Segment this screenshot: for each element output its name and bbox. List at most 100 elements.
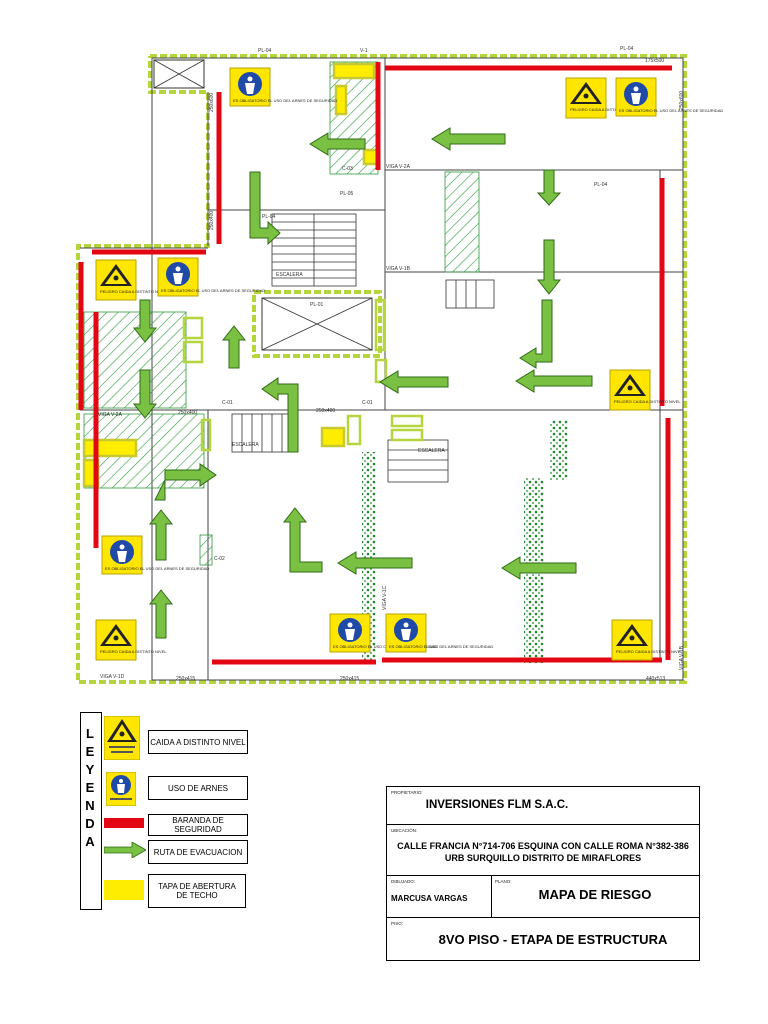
beam-label: VIGA V-1B <box>386 266 411 272</box>
beam-label: VIGA V-1D <box>100 674 125 680</box>
beam-label: VIGA V-1C <box>382 585 388 610</box>
legend-title-box <box>80 712 102 910</box>
plan-name: MAPA DE RIESGO <box>538 887 652 902</box>
evacuation-arrow <box>501 556 577 580</box>
column-label: C-01 <box>362 400 373 406</box>
dimension-label: 440x513 <box>646 676 665 682</box>
evacuation-arrow <box>337 551 413 575</box>
legend-letter: A <box>85 834 95 849</box>
legend-label-fall: CAIDA A DISTINTO NIVEL <box>148 730 248 754</box>
building-perimeter <box>76 54 687 684</box>
evacuation-arrow <box>154 463 217 501</box>
column-label: C-01 <box>222 400 233 406</box>
fall-hazard-icon: PELIGRO CAIDA A DISTINTO NIVEL <box>95 259 167 301</box>
evacuation-arrow <box>261 377 299 453</box>
evacuation-arrow <box>431 127 506 151</box>
harness-icon <box>106 772 136 806</box>
green-arrow <box>104 842 146 858</box>
plan-label: PL-04 <box>620 46 634 52</box>
stair-label: ESCALERA <box>232 442 259 448</box>
plan-label: 175x500 <box>645 58 664 64</box>
evacuation-arrow <box>536 169 562 206</box>
plan-label: PL-04 <box>258 48 272 54</box>
title-block: PROPIETARIO: INVERSIONES FLM S.A.C. UBIC… <box>386 786 700 961</box>
stair-label: ESCALERA <box>276 272 303 278</box>
plan-label: V-1 <box>360 48 368 54</box>
sign-caption: PELIGRO CAIDA A DISTINTO NIVEL <box>100 289 167 294</box>
location-caption: UBICACIÓN: <box>391 828 418 833</box>
evacuation-arrow <box>148 589 174 639</box>
legend-letter: D <box>85 816 95 831</box>
sign-caption: ES OBLIGATORIO EL USO DEL ARNES DE SEGUR… <box>161 288 265 293</box>
evacuation-arrow <box>132 369 158 419</box>
location-line2: URB SURQUILLO DISTRITO DE MIRAFLORES <box>444 853 642 863</box>
beam-label: VIGA V-2A <box>386 164 411 170</box>
column-label: C-02 <box>214 556 225 562</box>
fall-hazard-icon: PELIGRO CAIDA A DISTINTO NIVEL <box>611 619 683 661</box>
sign-caption: PELIGRO CAIDA A DISTINTO NIVEL <box>614 399 681 404</box>
sign-caption: PELIGRO CAIDA A DISTINTO NIVEL <box>616 649 683 654</box>
dimension-label: 250x415 <box>340 676 359 682</box>
fall-hazard-signs: PELIGRO CAIDA A DISTINTO NIVEL PELIGRO C… <box>95 77 683 661</box>
column-label: PL-04 <box>594 182 608 188</box>
legend-letter: E <box>85 744 95 759</box>
harness-signs: ES OBLIGATORIO EL USO DEL ARNES DE SEGUR… <box>101 67 723 653</box>
dimension-label: 250x400 <box>209 211 215 230</box>
evacuation-arrow <box>379 370 449 394</box>
sign-caption: ES OBLIGATORIO EL USO DEL ARNES DE SEGUR… <box>619 108 723 113</box>
legend-label-roof-opening: TAPA DE ABERTURA DE TECHO <box>148 874 246 908</box>
drawn-caption: DIBUJADO: <box>391 879 416 884</box>
owner-caption: PROPIETARIO: <box>391 790 423 795</box>
harness-icon: ES OBLIGATORIO EL USO DEL ARNES DE SEGUR… <box>385 613 493 653</box>
column-label: PL-01 <box>310 302 324 308</box>
safety-railings <box>78 62 672 665</box>
legend-letter: Y <box>85 762 95 777</box>
harness-icon: ES OBLIGATORIO EL USO DEL ARNES DE SEGUR… <box>157 257 265 297</box>
drawn-by: MARCUSA VARGAS <box>391 894 468 903</box>
evacuation-arrow <box>249 171 281 246</box>
evacuation-arrow <box>282 507 323 573</box>
fall-hazard-icon: PELIGRO CAIDA A DISTINTO NIVEL <box>565 77 637 119</box>
legend-label-evacuation: RUTA DE EVACUACION <box>148 840 248 864</box>
harness-icon: ES OBLIGATORIO EL USO DEL ARNES DE SEGUR… <box>229 67 337 107</box>
legend-title: L E Y E N D A <box>80 725 100 851</box>
sign-caption: ES OBLIGATORIO EL USO DEL ARNES DE SEGUR… <box>233 98 337 103</box>
plan-caption: PLANO: <box>495 879 512 884</box>
stairs <box>231 213 495 483</box>
dimension-label: 250x400 <box>316 408 335 414</box>
sign-caption: PELIGRO CAIDA A DISTINTO NIVEL <box>570 107 637 112</box>
harness-icon: ES OBLIGATORIO EL USO DEL ARNES DE SEGUR… <box>329 613 437 653</box>
legend-label-railing: BARANDA DE SEGURIDAD <box>148 814 248 836</box>
floor-name: 8VO PISO - ETAPA DE ESTRUCTURA <box>438 932 668 947</box>
plan-annotations: PL-04 V-1 PL-04 175x500 VIGA V-2A VIGA V… <box>98 46 685 682</box>
fall-hazard-icon: PELIGRO CAIDA A DISTINTO NIVEL <box>609 369 681 411</box>
dimension-label: 250x600 <box>679 91 685 110</box>
column-label: PL-05 <box>340 191 354 197</box>
evacuation-arrow <box>132 299 158 343</box>
elevator-shaft <box>153 59 382 358</box>
legend-letter: L <box>86 726 94 741</box>
evacuation-arrow <box>309 132 366 156</box>
beam-label: VIGA V-2A <box>98 412 123 418</box>
dimension-label: 250x600 <box>209 93 215 112</box>
legend-letter: E <box>85 780 95 795</box>
owner-name: INVERSIONES FLM S.A.C. <box>425 799 569 811</box>
harness-icon: ES OBLIGATORIO EL USO DEL ARNES DE SEGUR… <box>101 535 209 575</box>
hatched-openings <box>83 61 480 566</box>
sign-caption: ES OBLIGATORIO EL USO DEL ARNES DE SEGUR… <box>105 566 209 571</box>
fall-hazard-icon <box>104 716 140 760</box>
evacuation-arrow <box>148 509 174 561</box>
evacuation-arrow <box>515 369 593 393</box>
legend-letter: N <box>85 798 95 813</box>
floor-caption: PISO: <box>391 921 404 926</box>
sign-caption: PELIGRO CAIDA A DISTINTO NIVEL <box>100 649 167 654</box>
yellow-box <box>104 880 144 900</box>
red-bar <box>104 818 144 828</box>
sign-caption: ES OBLIGATORIO EL USO DEL ARNES DE SEGUR… <box>389 644 493 649</box>
harness-icon: ES OBLIGATORIO EL USO DEL ARNES DE SEGUR… <box>615 77 723 117</box>
legend-label-harness: USO DE ARNES <box>148 776 248 800</box>
evacuation-routes <box>132 127 593 639</box>
location-line1: CALLE FRANCIA N°714-706 ESQUINA CON CALL… <box>397 841 689 851</box>
stair-label: ESCALERA <box>418 448 445 454</box>
beam-label: VIGA V-1B <box>679 645 685 670</box>
